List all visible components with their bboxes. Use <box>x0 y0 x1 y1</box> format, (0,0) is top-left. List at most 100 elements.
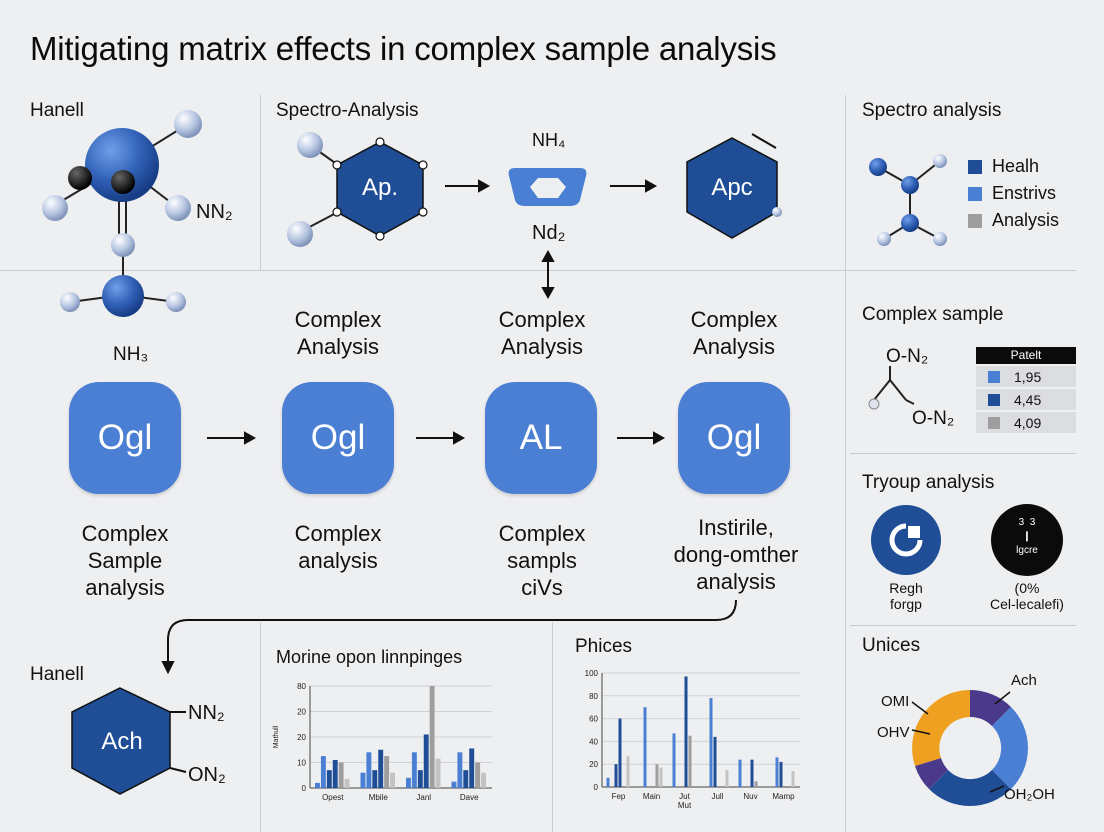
flow-top-caption: Complex Analysis <box>294 307 382 359</box>
divider <box>552 622 553 832</box>
y-tick-label: 20 <box>297 733 306 742</box>
bar <box>366 752 372 788</box>
bar <box>684 676 688 787</box>
bar <box>338 762 344 788</box>
legend-swatch <box>968 159 982 174</box>
spectro-diagram <box>287 132 782 300</box>
y-tick-label: 100 <box>585 669 599 678</box>
legend-item: Analysis <box>968 210 1059 231</box>
x-tick-label: Mut <box>678 801 692 810</box>
x-tick-label: Fep <box>612 792 626 801</box>
bar <box>378 749 384 788</box>
x-tick-label: Mbile <box>369 793 389 802</box>
bar <box>725 769 729 787</box>
unices-label: Unices <box>862 635 921 656</box>
flow-bottom-caption: Instirile, dong-omther analysis <box>673 515 799 594</box>
table-row: 4,45 <box>976 389 1076 410</box>
bar <box>709 698 713 787</box>
small-molecule-illustration <box>869 154 947 246</box>
x-tick-label: Opest <box>322 793 344 802</box>
flow-bottom-caption: Complex analysis <box>294 521 382 573</box>
nn2-label: NN₂ <box>196 201 233 223</box>
page-title: Mitigating matrix effects in complex sam… <box>30 30 777 67</box>
y-tick-label: 80 <box>297 682 306 691</box>
bar <box>643 707 647 787</box>
ach-hexagon <box>71 687 187 795</box>
table-header: Patelt <box>976 347 1076 364</box>
bar <box>791 771 795 787</box>
flow-box: AL <box>485 382 597 494</box>
hanell-label: Hanell <box>30 664 84 685</box>
bar <box>481 772 486 788</box>
x-tick-label: Jut <box>679 792 690 801</box>
table-row: 4,09 <box>976 412 1076 433</box>
flow-bottom-caption: Complex Sample analysis <box>81 521 169 600</box>
bar <box>469 748 475 788</box>
complex-sample-label: Complex sample <box>862 304 1004 325</box>
table-swatch <box>988 416 1000 429</box>
o-n2-label: O-N₂ <box>912 408 955 429</box>
flow-box: Ogl <box>282 382 394 494</box>
y-tick-label: 40 <box>589 737 598 746</box>
nn2-label: NN₂ <box>188 702 225 724</box>
y-tick-label: 10 <box>297 759 306 768</box>
bar <box>713 736 717 787</box>
bar <box>320 756 326 788</box>
bar <box>606 777 610 787</box>
x-tick-label: Nuv <box>743 792 757 801</box>
bar <box>360 772 366 788</box>
bar <box>417 770 423 788</box>
bar <box>618 718 622 787</box>
tryoup-dark-circle-text: 3 3 ❙ lgcre <box>1016 517 1038 556</box>
donut-label: Ach <box>1011 672 1037 689</box>
tryoup-left-caption: Regh forgp <box>889 580 923 612</box>
legend-label: Analysis <box>992 210 1060 230</box>
x-tick-label: Dave <box>460 793 479 802</box>
divider <box>260 95 261 270</box>
divider <box>850 453 1076 454</box>
on2-label: ON₂ <box>188 764 226 786</box>
complex-sample-structure <box>868 366 915 410</box>
y-axis-label: Mathull <box>273 725 280 748</box>
bar <box>750 759 754 787</box>
donut-label: OH₂OH <box>1004 786 1055 803</box>
x-tick-label: Janl <box>416 793 431 802</box>
refresh-icon <box>871 505 941 575</box>
divider <box>845 95 846 832</box>
x-tick-label: Jull <box>711 792 723 801</box>
bar <box>659 767 663 787</box>
bar <box>475 762 481 788</box>
legend-swatch <box>968 213 982 228</box>
donut-label: OMI <box>881 693 910 710</box>
bar <box>451 781 457 788</box>
legend-item: Healh <box>968 156 1039 177</box>
y-tick-label: 60 <box>589 715 598 724</box>
table-cell: 4,09 <box>1014 414 1042 431</box>
x-tick-label: Mamp <box>772 792 795 801</box>
y-tick-label: 0 <box>594 783 599 792</box>
bar <box>738 759 742 787</box>
bar <box>463 770 469 788</box>
tryoup-dark-circle <box>991 504 1063 576</box>
bar <box>411 752 417 788</box>
nd2-label: Nd₂ <box>532 222 566 244</box>
molecule-illustration <box>42 110 202 317</box>
donut-label: OHV <box>877 724 910 741</box>
bar <box>315 782 320 788</box>
bar <box>779 761 783 787</box>
tryoup-analysis-label: Tryoup analysis <box>862 472 995 493</box>
bar <box>344 779 350 788</box>
bar <box>429 686 435 788</box>
hanell-label: Hanell <box>30 100 84 121</box>
y-tick-label: 80 <box>589 692 598 701</box>
bar <box>406 777 411 788</box>
bar <box>435 758 441 788</box>
bar <box>326 770 332 788</box>
flow-top-caption: Complex Analysis <box>498 307 586 359</box>
divider <box>0 270 1076 271</box>
table-swatch <box>988 370 1000 383</box>
divider <box>260 622 261 832</box>
legend-swatch <box>968 186 982 201</box>
